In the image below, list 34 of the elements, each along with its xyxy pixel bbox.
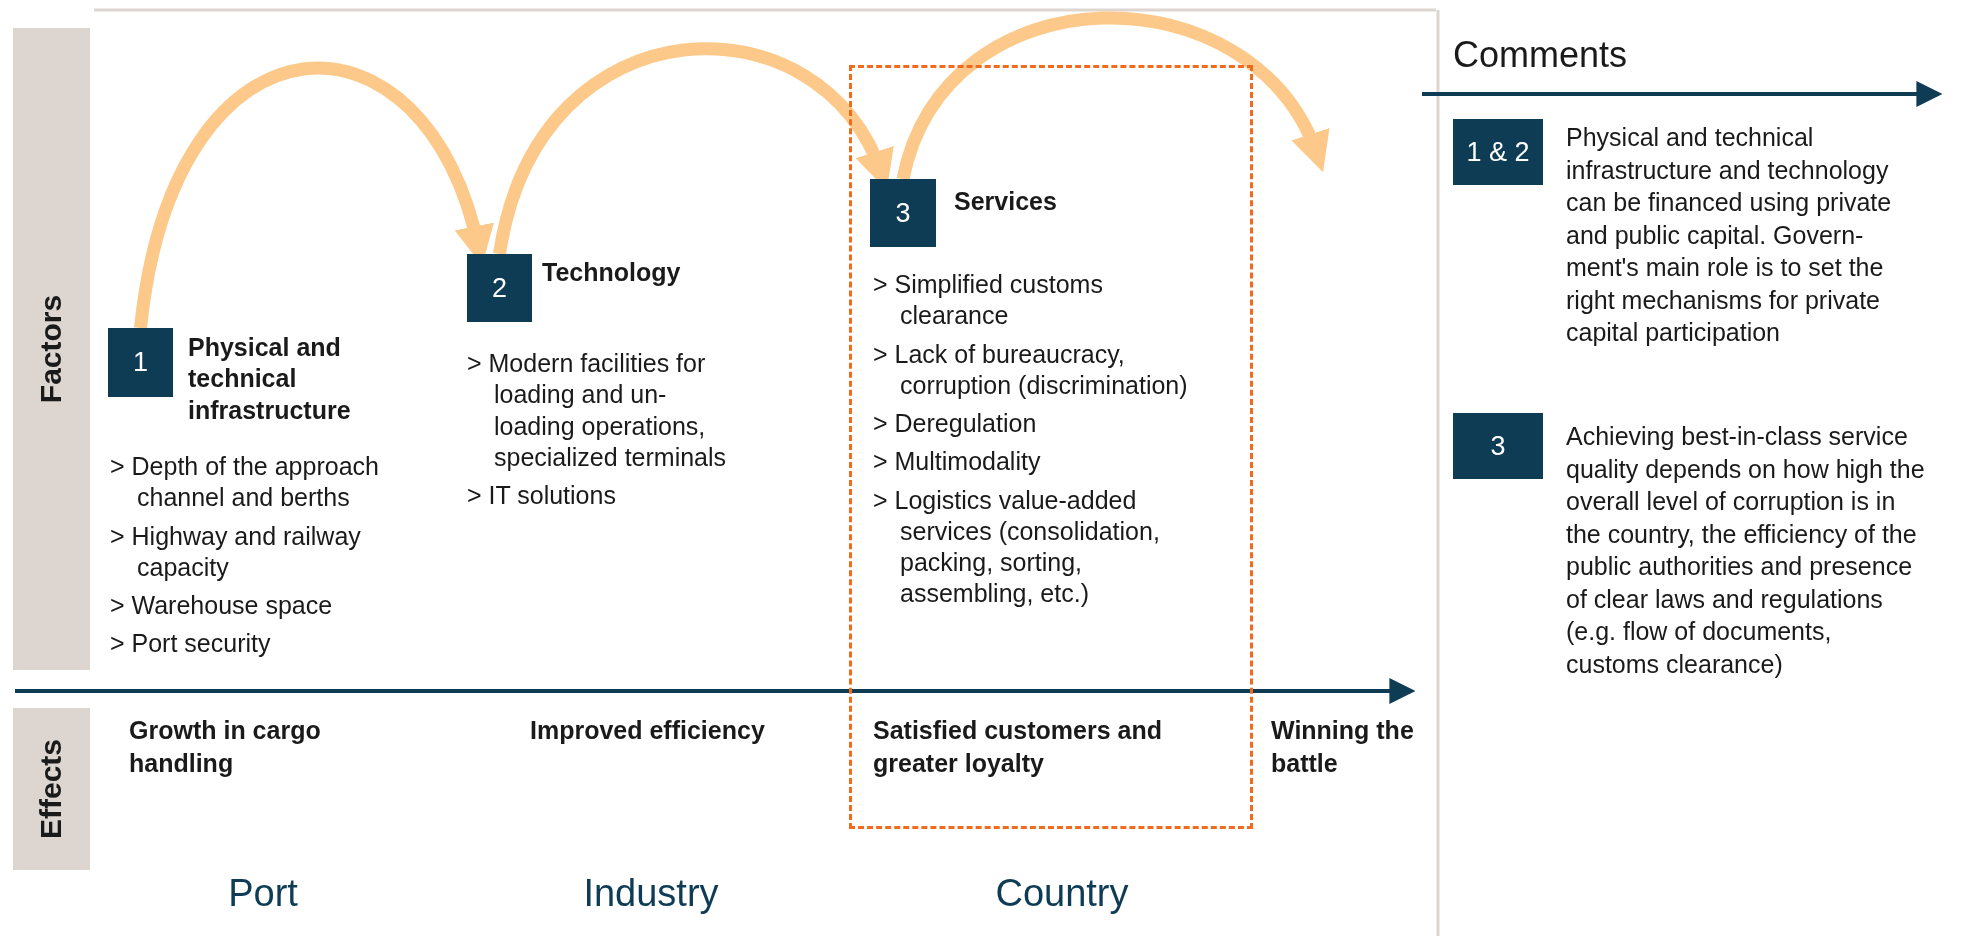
bullet-point: > Port security [110,628,272,660]
bullet-point: > Highway and railway capacity [110,520,362,583]
effect-text: Satisfied customers and greater loyalty [873,715,1163,779]
number-badge: 3 [1453,413,1543,479]
category-band: Effects [13,708,90,870]
column-label: Country [995,872,1129,915]
curved-arrow [493,43,891,256]
bullet-point: > IT solutions [467,480,617,511]
factor-heading: Physical and technical infrastructure [188,332,352,426]
bullet-point: > Lack of bureaucracy, corruption (discrimination) [873,338,1189,401]
number-badge: 1 [108,328,173,397]
comment-text: Achieving best-in-class service quality depends on how high the overall level of corruption is in the country, the efficiency of the public authorities and presence of clear laws and regulations (e.g. flow of documents, customs clearance) [1566,421,1926,680]
number-badge: 2 [467,254,532,322]
column-label: Port [228,872,298,915]
factor-heading: Technology [542,257,682,288]
factor-heading: Services [954,186,1058,217]
bullet-point: > Warehouse space [110,590,334,621]
bullet-point: > Logistics value-added services (consolidation, packing, sorting, assembling, etc.) [873,484,1161,610]
effect-text: Growth in cargo handling [129,715,322,779]
bullet-point: > Simplified customs clearance [873,269,1104,332]
panel-title: Comments [1453,34,1628,76]
bullet-point: > Modern facilities for loading and un- loading operations, specialized terminals [467,348,728,473]
curved-arrow [134,62,492,330]
bullet-point: > Deregulation [873,408,1038,439]
number-badge: 1 & 2 [1453,119,1543,185]
effect-text: Winning the battle [1271,715,1415,779]
bullet-point: > Multimodality [873,446,1042,478]
category-band: Factors [13,28,90,670]
number-badge: 3 [870,179,936,247]
effect-text: Improved efficiency [530,715,766,746]
column-label: Industry [583,872,719,915]
bullet-point: > Depth of the approach channel and berths [110,451,380,514]
highlight-frame [849,65,1253,829]
comment-text: Physical and technical infrastructure and technology can be financed using private and public capital. Govern- ment's main role is to set the right mechanisms for private capital participation [1566,122,1893,348]
